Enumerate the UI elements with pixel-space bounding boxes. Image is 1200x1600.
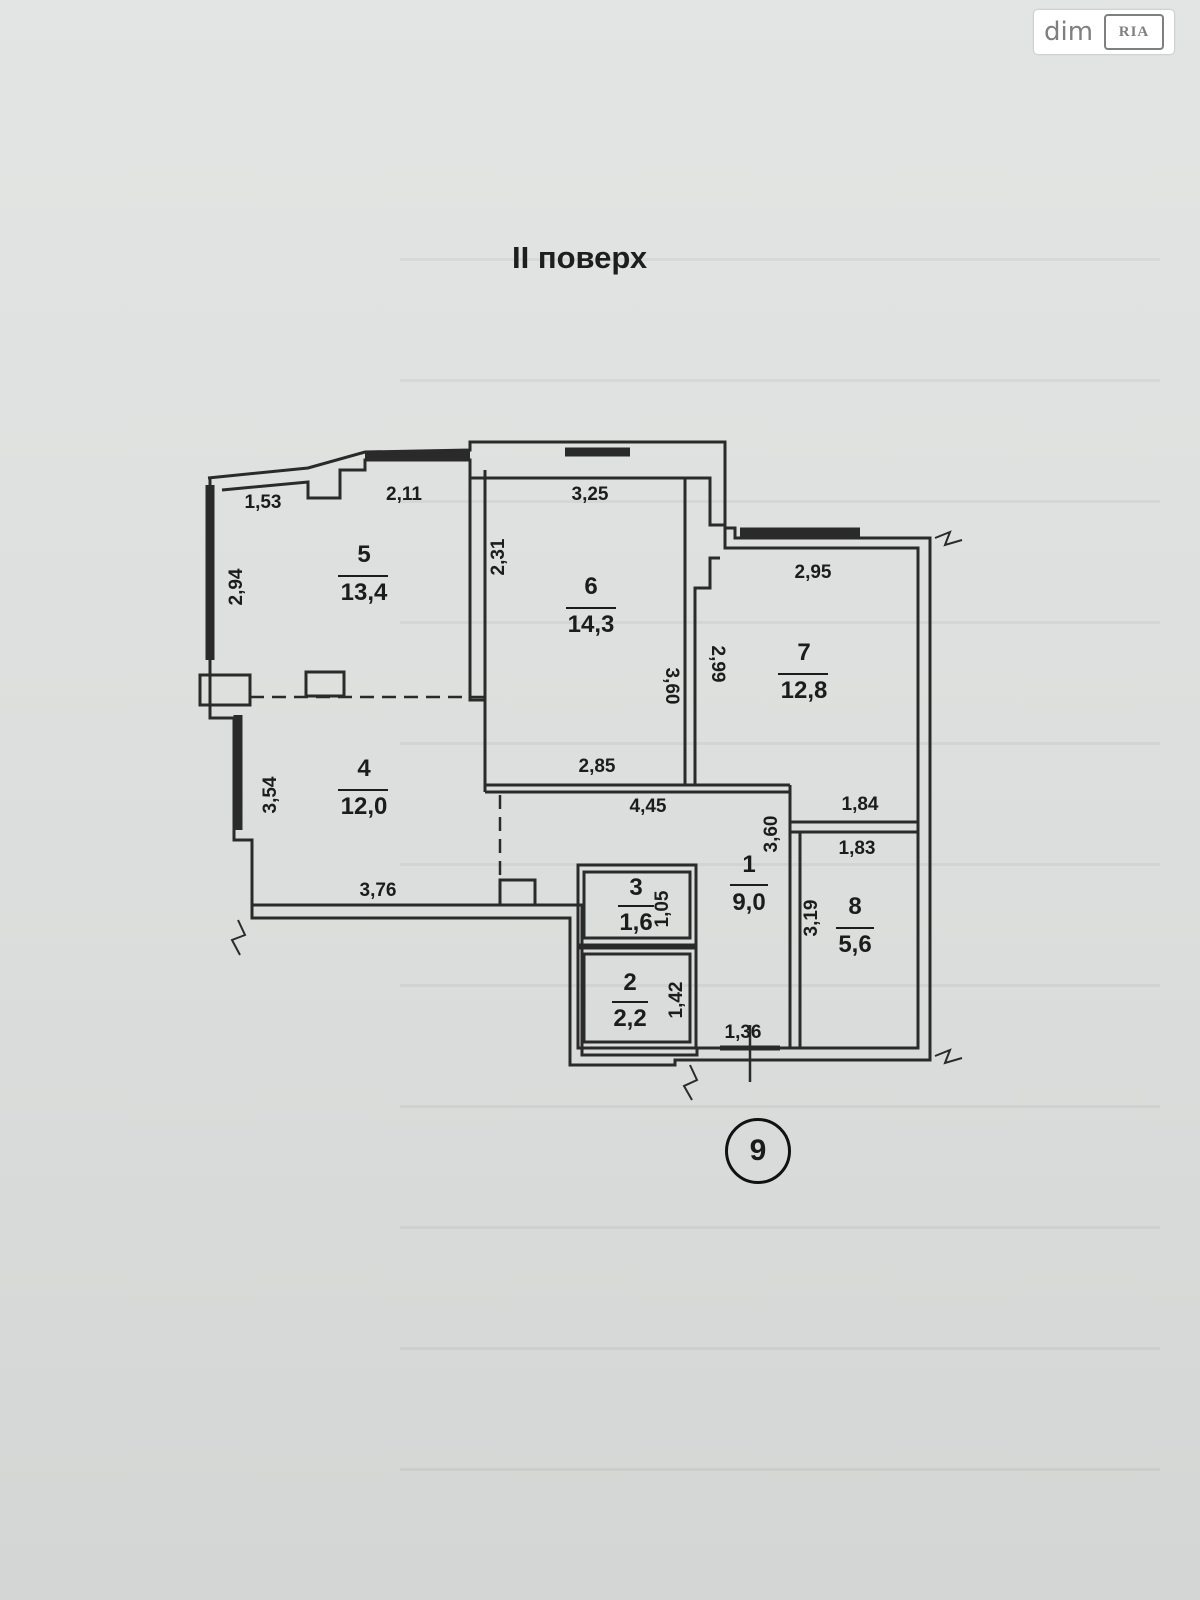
room-area: 14,3: [568, 611, 615, 638]
room-2-inner: [582, 952, 692, 1044]
dim-label: 1,53: [245, 492, 282, 513]
dim-label: 1,83: [839, 838, 876, 859]
dim-label: 2,31: [488, 538, 509, 575]
room-area: 9,0: [732, 889, 765, 916]
room-number: 8: [848, 893, 861, 920]
apartment-number-badge: 9: [725, 1118, 791, 1184]
ria-logo-icon: RIA: [1104, 14, 1164, 50]
walls: [198, 440, 932, 1067]
room-3-inner: [582, 870, 692, 940]
dim-label: 1,84: [842, 794, 879, 815]
break-mark-bottom-right: [934, 1048, 963, 1065]
dim-label: 3,60: [761, 816, 782, 853]
room-number: 6: [584, 573, 597, 600]
break-mark-bottom: [682, 1064, 699, 1101]
dim-label: 3,60: [661, 668, 682, 705]
room-area: 5,6: [838, 931, 871, 958]
room-number: 4: [357, 755, 371, 782]
dim-label: 2,94: [226, 568, 247, 605]
dim-label: 3,76: [360, 880, 397, 901]
dim-label: 1,36: [725, 1022, 762, 1043]
room-area: 12,8: [781, 677, 828, 704]
dim-label: 2,85: [579, 756, 616, 777]
floor-title: II поверх: [512, 240, 648, 275]
column-mid: [304, 670, 346, 698]
room-area: 12,0: [341, 793, 388, 820]
room-area: 2,2: [613, 1005, 646, 1032]
dim-ria-watermark: dim RIA: [1034, 10, 1174, 54]
bleed-through-lines: [400, 140, 1160, 1540]
room-labels: 5 13,4 6 14,3 7 12,8 4 12,0 1 9,0 3 1,6 …: [341, 541, 872, 1032]
dim-label: 2,95: [795, 562, 832, 583]
room-number: 1: [742, 851, 755, 878]
dim-label: 1,05: [652, 890, 673, 927]
room-number: 5: [357, 541, 370, 568]
watermark-brand-text: dim: [1044, 17, 1094, 47]
room-2-walls: [576, 946, 698, 1050]
break-mark-top-right: [934, 530, 963, 547]
dimension-labels: 1,53 2,11 3,25 2,85 2,95 1,84 3,76 4,45 …: [245, 484, 879, 1043]
outer-wall: [207, 440, 932, 1067]
wall-4-bottom: [252, 878, 578, 907]
column-left: [198, 673, 252, 707]
room-area: 1,6: [619, 909, 652, 936]
room-number: 3: [629, 874, 642, 901]
room-number: 2: [623, 969, 636, 996]
area-fraction-bars: [338, 575, 874, 1003]
dim-label: 3,54: [260, 776, 281, 813]
break-mark-left: [230, 919, 247, 956]
room-number: 7: [797, 639, 810, 666]
room-area: 13,4: [341, 579, 388, 606]
vertical-dimension-labels: 2,94 2,31 3,60 2,99 3,54 3,60 1,05 1,42 …: [226, 538, 822, 1018]
break-marks: [230, 530, 963, 1101]
inner-outline: [221, 458, 920, 1057]
dim-label: 2,11: [386, 484, 422, 505]
wall-5-6: [468, 470, 487, 702]
dim-label: 3,25: [572, 484, 609, 505]
dim-label: 4,45: [630, 796, 667, 817]
dim-label: 1,42: [666, 982, 687, 1019]
dim-label: 3,19: [801, 900, 822, 937]
dim-label: 2,99: [707, 646, 728, 683]
zone-separators: [250, 695, 502, 880]
